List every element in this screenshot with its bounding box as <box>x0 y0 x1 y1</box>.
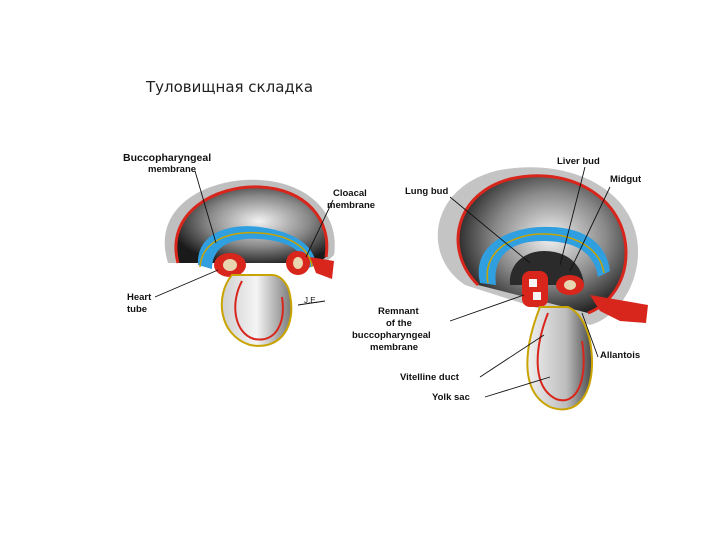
label-liver-bud: Liver bud <box>557 156 600 167</box>
label-small-mark: J.E. <box>304 296 318 305</box>
label-cloacal-membrane-line2: membrane <box>327 200 376 211</box>
label-remnant-line2: of the <box>386 318 412 329</box>
label-heart-tube-line1: Heart <box>127 292 152 303</box>
embryo-folding-illustration <box>154 166 648 411</box>
label-allantois: Allantois <box>600 350 641 361</box>
label-buccopharyngeal-membrane-line1: Buccopharyngeal <box>123 152 212 164</box>
embryo-folding-figure: Buccopharyngeal membrane Cloacal membran… <box>120 145 650 415</box>
label-remnant-line3: buccopharyngeal <box>352 330 431 341</box>
label-midgut: Midgut <box>610 174 642 185</box>
early-embryo <box>154 170 335 347</box>
label-yolk-sac: Yolk sac <box>432 392 470 403</box>
label-cloacal-membrane-line1: Cloacal <box>333 188 367 199</box>
label-remnant-line4: membrane <box>370 342 419 353</box>
label-heart-tube-line2: tube <box>127 304 148 315</box>
label-vitelline-duct: Vitelline duct <box>400 372 459 383</box>
label-remnant-line1: Remnant <box>378 306 419 317</box>
label-lung-bud: Lung bud <box>405 186 449 197</box>
label-buccopharyngeal-membrane-line2: membrane <box>148 164 197 175</box>
later-embryo <box>437 166 648 411</box>
slide-title: Туловищная складка <box>146 78 314 96</box>
